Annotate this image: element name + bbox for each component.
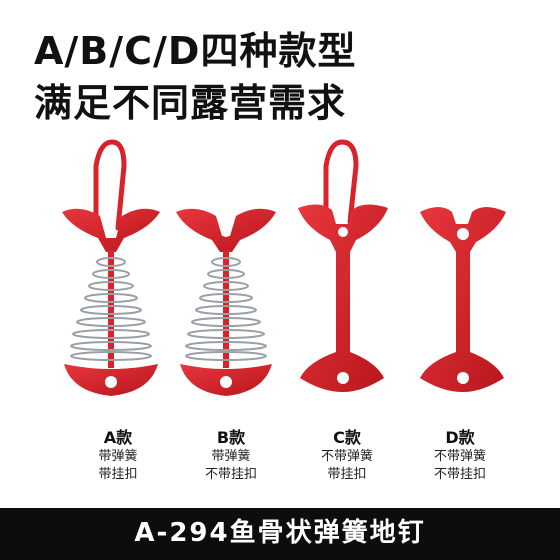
variant-hook-feature: 带挂扣 (327, 467, 367, 482)
variant-name: C款 (333, 428, 361, 447)
product-illustration (62, 139, 506, 396)
variant-c-carabiner (323, 139, 359, 225)
variant-name: B款 (216, 428, 246, 447)
variant-d-stake (420, 207, 506, 392)
variant-spring-feature: 带弹簧 (98, 449, 138, 464)
variant-hook-feature: 不带挂扣 (433, 467, 486, 482)
variant-b-caption: B款 带弹簧 不带挂扣 (171, 428, 291, 484)
variant-name: D款 (445, 428, 475, 447)
variant-a-top-plate (62, 208, 160, 252)
variant-a-caption: A款 带弹簧 带挂扣 (58, 428, 178, 484)
variant-spring-feature: 不带弹簧 (433, 449, 486, 464)
variant-a-stake (62, 139, 160, 396)
variant-c-body (298, 204, 388, 392)
variant-b-spring (185, 257, 267, 361)
variant-spring-feature: 带弹簧 (211, 449, 251, 464)
variant-d-caption: D款 不带弹簧 不带挂扣 (400, 428, 520, 484)
variant-c-stake (298, 139, 388, 392)
variant-name: A款 (103, 428, 133, 447)
variant-b-top-plate (176, 208, 276, 252)
variant-d-body (420, 207, 506, 392)
variant-hook-feature: 带挂扣 (98, 467, 138, 482)
variant-b-stake (176, 208, 276, 396)
headline-line-2: 满足不同露营需求 (34, 81, 347, 125)
variant-a-spring (70, 257, 152, 361)
variant-c-caption: C款 不带弹簧 带挂扣 (287, 428, 407, 484)
headline-line-1: A/B/C/D四种款型 (34, 29, 357, 73)
variant-hook-feature: 不带挂扣 (204, 467, 257, 482)
variant-spring-feature: 不带弹簧 (320, 449, 373, 464)
variant-a-carabiner (93, 139, 127, 231)
footer-banner: A-294鱼骨状弹簧地钉 (0, 508, 560, 560)
